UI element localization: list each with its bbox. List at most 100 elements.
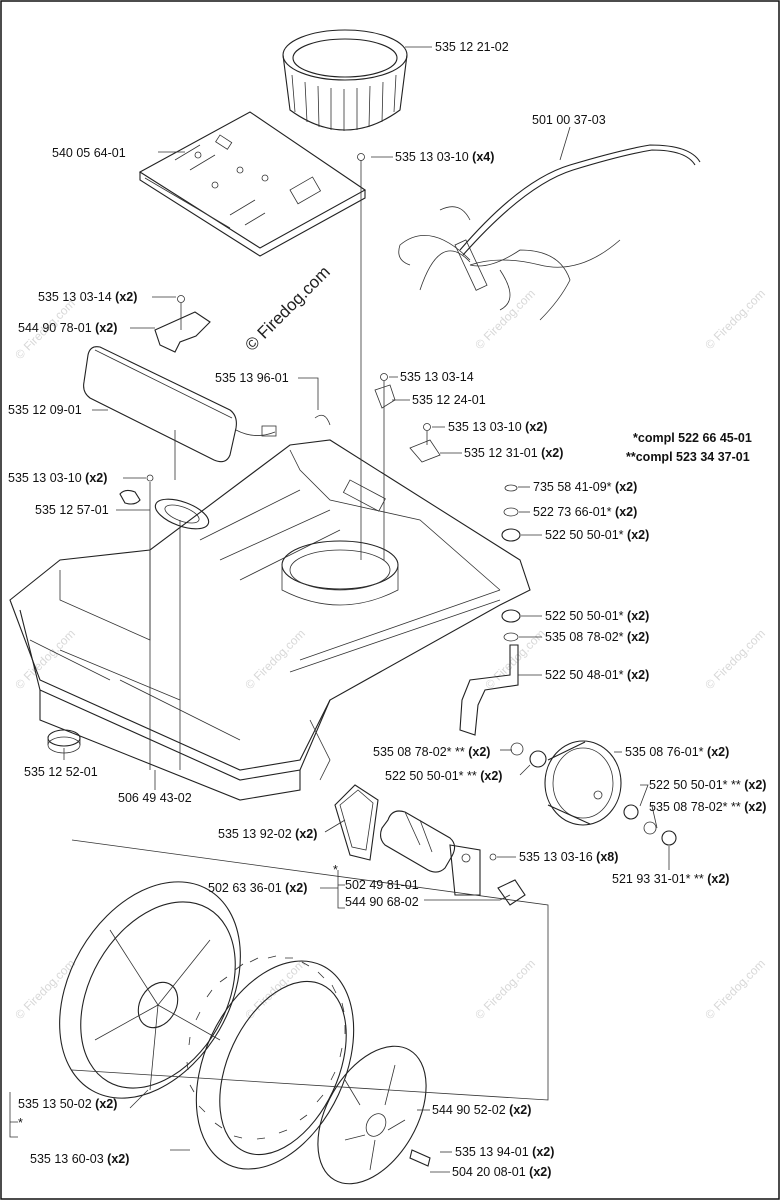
part-number: 535 12 31-01 [464,446,538,460]
part-quantity: (x2) [744,778,766,792]
part-number: 522 50 50-01* ** [649,778,741,792]
part-label: 501 00 37-03 [532,113,606,127]
part-label: 504 20 08-01 (x2) [452,1165,551,1179]
part-number: 535 08 78-02* ** [649,800,741,814]
ring-part-drawing [282,29,408,131]
part-quantity: (x2) [627,630,649,644]
hubcap-drawing [317,1045,431,1185]
part-number: 522 73 66-01* [533,505,612,519]
part-number: 502 63 36-01 [208,881,282,895]
circuit-board-drawing [138,111,367,257]
motor-drawing [334,784,526,906]
part-quantity: (x2) [95,1097,117,1111]
part-quantity: (x8) [596,850,618,864]
part-quantity: (x2) [615,480,637,494]
part-number: 522 50 50-01* ** [385,769,477,783]
part-number: 504 20 08-01 [452,1165,526,1179]
part-number: 535 08 78-02* ** [373,745,465,759]
part-quantity: (x2) [541,446,563,460]
part-number: 535 13 03-10 [395,150,469,164]
compl-note: *compl 522 66 45-01 [633,431,752,445]
part-label: 535 13 92-02 (x2) [218,827,317,841]
part-label: 535 12 52-01 [24,765,98,779]
part-number: 535 13 03-10 [8,471,82,485]
part-label: 521 93 31-01* ** (x2) [612,872,729,886]
part-label: 535 13 50-02 (x2) [18,1097,117,1111]
part-number: 735 58 41-09* [533,480,612,494]
part-label: 535 13 03-14 (x2) [38,290,137,304]
part-quantity: (x2) [744,800,766,814]
part-label: 535 12 21-02 [435,40,509,54]
part-number: 544 90 78-01 [18,321,92,335]
part-label: 535 13 03-10 (x4) [395,150,494,164]
part-number: 544 90 52-02 [432,1103,506,1117]
part-label: 535 13 03-14 [400,370,474,384]
part-label: * [333,863,338,877]
part-label: 522 50 48-01* (x2) [545,668,649,682]
part-label: 506 49 43-02 [118,791,192,805]
wheel-assembly-outline [71,839,549,1101]
part-quantity: (x2) [115,290,137,304]
part-quantity: (x4) [472,150,494,164]
part-label: 540 05 64-01 [52,146,126,160]
part-number: 535 08 78-02* [545,630,624,644]
part-quantity: (x2) [627,609,649,623]
part-quantity: (x2) [95,321,117,335]
part-labels: 535 12 21-02 540 05 64-01 535 13 03-10 (… [8,40,766,1179]
part-number: 535 13 03-14 [38,290,112,304]
part-quantity: (x2) [707,745,729,759]
part-label: 522 73 66-01* (x2) [533,505,637,519]
part-number: 522 50 48-01* [545,668,624,682]
wheel-disc-drawing [59,881,241,1099]
part-number: 535 13 94-01 [455,1145,529,1159]
wire-harness-drawing [398,144,701,321]
part-quantity: (x2) [615,505,637,519]
part-number: 535 13 03-16 [519,850,593,864]
part-label: 735 58 41-09* (x2) [533,480,637,494]
battery-drawing [83,346,277,463]
part-label: 522 50 50-01* (x2) [545,609,649,623]
part-label: 544 90 78-01 (x2) [18,321,117,335]
part-number: 535 08 76-01* [625,745,704,759]
part-quantity: (x2) [532,1145,554,1159]
part-label: 535 08 78-02* (x2) [545,630,649,644]
part-label: 535 13 94-01 (x2) [455,1145,554,1159]
part-number: 535 13 03-10 [448,420,522,434]
compl-note: **compl 523 34 37-01 [626,450,750,464]
part-number: 535 13 92-02 [218,827,292,841]
part-label: 522 50 50-01* ** (x2) [649,778,766,792]
part-label: 535 13 96-01 [215,371,289,385]
part-quantity: (x2) [480,769,502,783]
part-quantity: (x2) [529,1165,551,1179]
part-quantity: (x2) [285,881,307,895]
part-label: 535 13 03-10 (x2) [8,471,107,485]
part-label: 535 13 03-10 (x2) [448,420,547,434]
part-label: 535 12 09-01 [8,403,82,417]
part-quantity: (x2) [707,872,729,886]
part-number: 535 13 60-03 [30,1152,104,1166]
part-quantity: (x2) [525,420,547,434]
part-label: 502 49 81-01 [345,878,419,892]
part-label: 535 08 76-01* (x2) [625,745,729,759]
part-quantity: (x2) [627,528,649,542]
part-label: 535 08 78-02* ** (x2) [373,745,490,759]
part-quantity: (x2) [509,1103,531,1117]
part-label: 522 50 50-01* ** (x2) [385,769,502,783]
part-label: 535 12 24-01 [412,393,486,407]
part-quantity: (x2) [627,668,649,682]
part-label: 502 63 36-01 (x2) [208,881,307,895]
part-label: 544 90 68-02 [345,895,419,909]
tire-drawing [186,955,355,1170]
part-label: 544 90 52-02 (x2) [432,1103,531,1117]
small-parts-drawing [47,484,677,846]
part-quantity: (x2) [107,1152,129,1166]
part-number: 522 50 50-01* [545,609,624,623]
part-quantity: (x2) [85,471,107,485]
part-label: 535 12 31-01 (x2) [464,446,563,460]
part-label: 522 50 50-01* (x2) [545,528,649,542]
part-quantity: (x2) [468,745,490,759]
part-quantity: (x2) [295,827,317,841]
part-number: 522 50 50-01* [545,528,624,542]
